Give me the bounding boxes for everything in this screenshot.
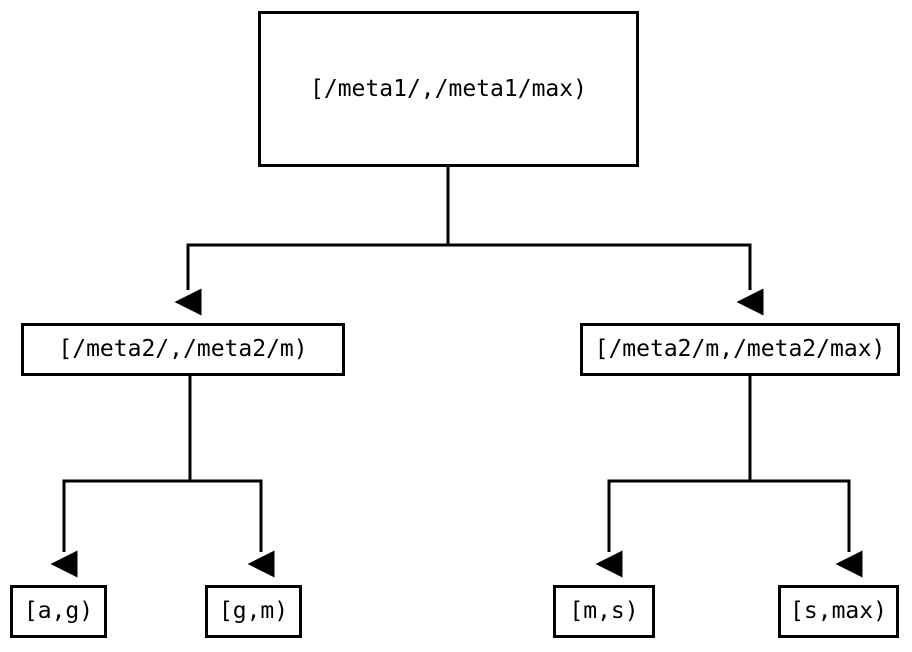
edge-mid-left-to-leaf-a-g bbox=[50, 376, 192, 578]
node-leaf-g-m[interactable]: [g,m) bbox=[205, 585, 302, 638]
node-mid-left[interactable]: [/meta2/,/meta2/m) bbox=[21, 323, 345, 376]
edge-mid-left-to-leaf-g-m bbox=[188, 376, 275, 578]
node-leaf-s-max-label: [s,max) bbox=[790, 598, 887, 624]
node-root[interactable]: [/meta1/,/meta1/max) bbox=[258, 11, 639, 167]
edge-root-to-mid-right bbox=[446, 167, 764, 316]
edge-mid-right-to-leaf-s-max bbox=[748, 376, 863, 578]
node-mid-right[interactable]: [/meta2/m,/meta2/max) bbox=[580, 323, 900, 376]
node-root-label: [/meta1/,/meta1/max) bbox=[310, 75, 587, 102]
node-leaf-g-m-label: [g,m) bbox=[218, 598, 289, 624]
edge-root-to-mid-left bbox=[174, 167, 450, 316]
node-leaf-m-s-label: [m,s) bbox=[569, 598, 639, 624]
node-leaf-a-g[interactable]: [a,g) bbox=[10, 585, 107, 638]
node-mid-right-label: [/meta2/m,/meta2/max) bbox=[594, 336, 886, 362]
node-leaf-a-g-label: [a,g) bbox=[23, 598, 94, 624]
node-leaf-m-s[interactable]: [m,s) bbox=[553, 585, 655, 638]
node-mid-left-label: [/meta2/,/meta2/m) bbox=[58, 336, 308, 362]
edge-mid-right-to-leaf-m-s bbox=[595, 376, 752, 578]
node-leaf-s-max[interactable]: [s,max) bbox=[778, 585, 899, 638]
